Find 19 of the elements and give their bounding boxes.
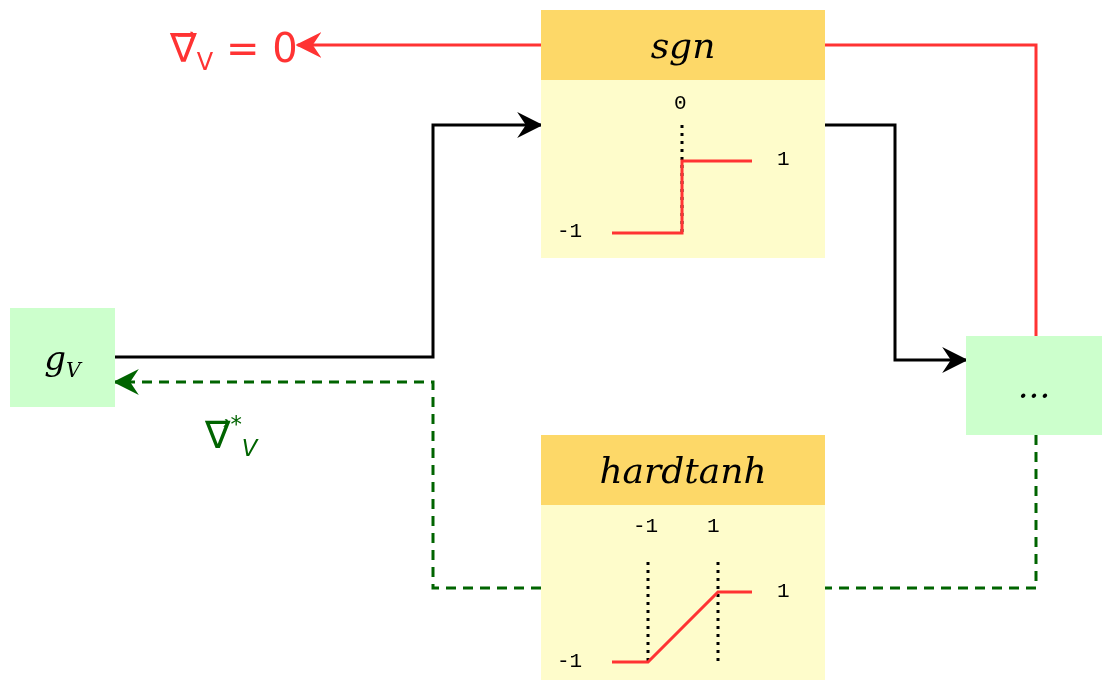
axis-tick-label: 1 (777, 148, 790, 172)
function-box (541, 10, 825, 258)
variable-box (10, 308, 115, 407)
arrow (295, 32, 541, 58)
axis-tick-label: 1 (707, 515, 720, 539)
variable-label: g$_{V}$ (43, 337, 84, 378)
function-name-header: sgn (541, 10, 825, 80)
connector-line (825, 43, 1038, 336)
axis-tick-label: -1 (557, 220, 583, 244)
axis-tick-label: -1 (557, 650, 583, 674)
axis-tick-label: 0 (674, 92, 687, 116)
gradient-formula: ∇⃗$_{V}$ = 0 (170, 18, 298, 78)
connector-line (825, 435, 1038, 590)
axis-tick-label: 1 (777, 580, 790, 604)
function-box (541, 435, 825, 680)
variable-box (966, 336, 1102, 435)
axis-tick-label: -1 (633, 515, 659, 539)
function-name-header: hardtanh (541, 435, 825, 505)
variable-label: ... (1016, 365, 1052, 406)
